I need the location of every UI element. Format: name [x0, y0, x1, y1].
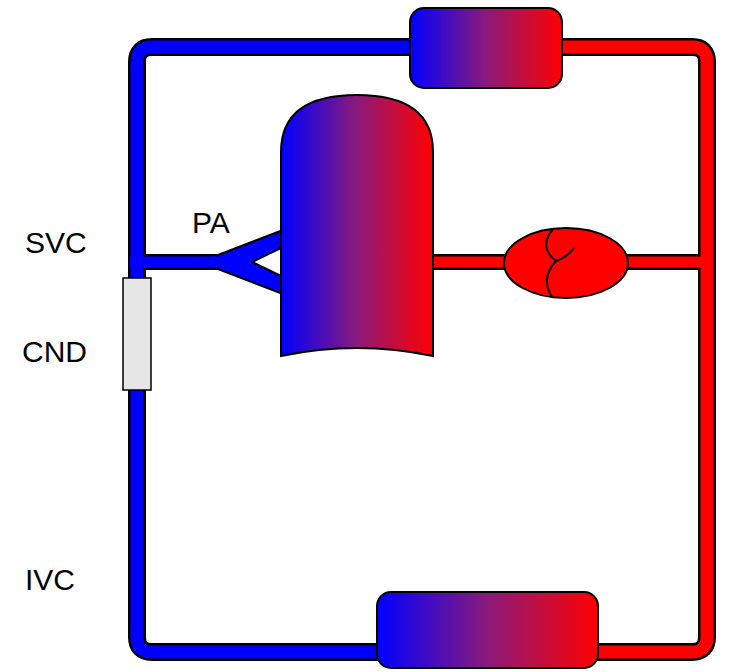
conduit: [123, 278, 151, 390]
heart: [281, 95, 433, 356]
aortic-valve: [504, 228, 628, 298]
vein: [137, 388, 380, 652]
pulmonary-artery: [210, 257, 222, 268]
valve-leaflet: [556, 248, 574, 261]
vessel-label: PA: [192, 208, 230, 238]
pulmonary-artery: [218, 230, 283, 294]
artery: [560, 47, 707, 652]
vein: [130, 257, 224, 268]
vessel-outline: [560, 47, 707, 652]
vessel-label: CND: [22, 337, 87, 367]
valve-leaflet: [546, 229, 556, 297]
vessel-label: IVC: [25, 565, 75, 595]
capillary-bed: [410, 8, 562, 88]
capillary-bed: [377, 592, 598, 668]
vessel-outline: [137, 388, 380, 652]
vessel-label: SVC: [25, 228, 87, 258]
